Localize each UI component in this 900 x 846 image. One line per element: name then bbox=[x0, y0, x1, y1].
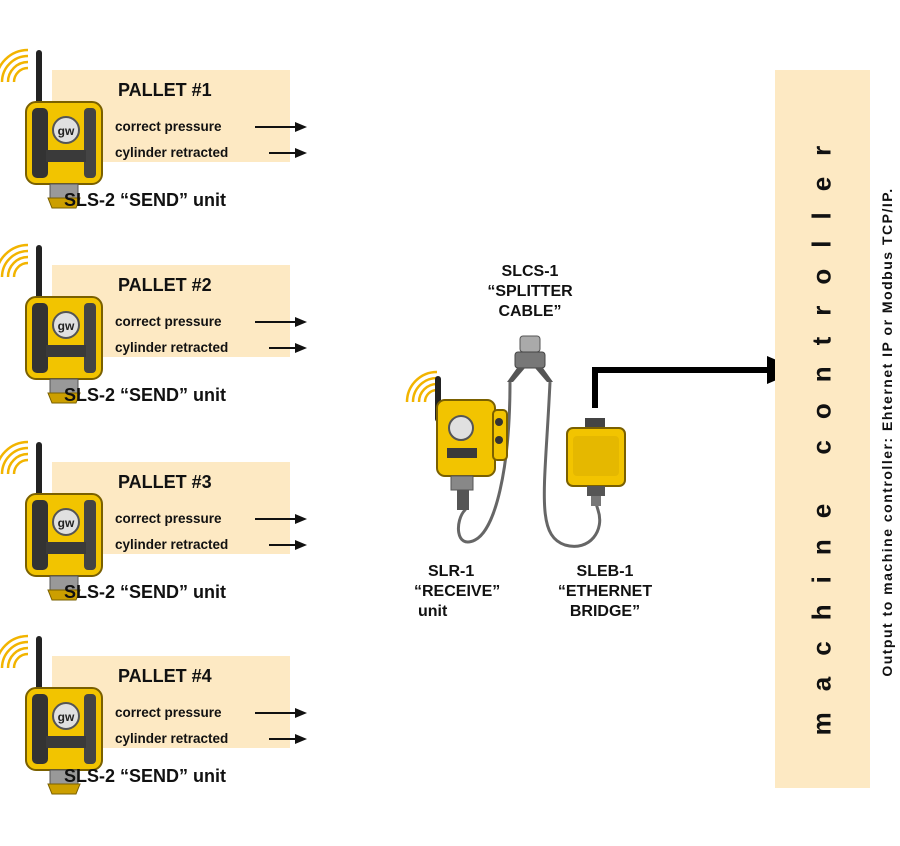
send-unit-2: PALLET #2 correct pressure cylinder retr… bbox=[0, 243, 307, 455]
bridge-name-2: BRIDGE” bbox=[569, 603, 641, 620]
signal-arrows bbox=[255, 317, 307, 353]
splitter-cable-right bbox=[542, 381, 602, 548]
splitter-label: SLCS-1 “SPLITTER CABLE” bbox=[470, 262, 590, 322]
receiver-name: “RECEIVE” bbox=[414, 583, 501, 600]
bridge-name-1: “ETHERNET bbox=[557, 583, 653, 600]
send-unit-caption: SLS-2 “SEND” unit bbox=[64, 190, 227, 210]
bridge-label: SLEB-1 “ETHERNET BRIDGE” bbox=[535, 562, 675, 622]
signal-cylinder-retracted: cylinder retracted bbox=[115, 340, 229, 355]
send-unit-3: PALLET #3 correct pressure cylinder retr… bbox=[0, 440, 307, 652]
send-unit-caption: SLS-2 “SEND” unit bbox=[64, 385, 227, 405]
send-unit-caption: SLS-2 “SEND” unit bbox=[64, 766, 227, 786]
splitter-connector-icon bbox=[507, 335, 553, 382]
send-unit-1: PALLET #1 correct pressure cylinder retr… bbox=[0, 48, 307, 260]
ethernet-bridge-icon bbox=[566, 418, 626, 506]
signal-arrows bbox=[255, 708, 307, 744]
signal-correct-pressure: correct pressure bbox=[115, 314, 222, 329]
center-system bbox=[405, 335, 795, 548]
pallet-title: PALLET #4 bbox=[118, 666, 212, 686]
signal-cylinder-retracted: cylinder retracted bbox=[115, 145, 229, 160]
receiver-model: SLR-1 bbox=[428, 563, 475, 580]
output-note: Output to machine controller: Ehternet I… bbox=[879, 187, 895, 677]
pallet-title: PALLET #3 bbox=[118, 472, 212, 492]
receiver-label: SLR-1 “RECEIVE” unit bbox=[400, 562, 500, 622]
splitter-name-2: CABLE” bbox=[498, 303, 562, 320]
signal-correct-pressure: correct pressure bbox=[115, 119, 222, 134]
send-unit-caption: SLS-2 “SEND” unit bbox=[64, 582, 227, 602]
signal-cylinder-retracted: cylinder retracted bbox=[115, 731, 229, 746]
splitter-name-1: “SPLITTER bbox=[487, 283, 573, 300]
pallet-title: PALLET #2 bbox=[118, 275, 212, 295]
signal-arrows bbox=[255, 514, 307, 550]
send-unit-4: PALLET #4 correct pressure cylinder retr… bbox=[0, 634, 307, 846]
signal-arrows bbox=[255, 122, 307, 158]
machine-controller-label: machine controller bbox=[806, 124, 837, 736]
machine-controller-panel bbox=[775, 70, 870, 788]
signal-correct-pressure: correct pressure bbox=[115, 705, 222, 720]
splitter-model: SLCS-1 bbox=[501, 263, 559, 280]
signal-cylinder-retracted: cylinder retracted bbox=[115, 537, 229, 552]
bridge-model: SLEB-1 bbox=[576, 563, 634, 580]
signal-correct-pressure: correct pressure bbox=[115, 511, 222, 526]
receive-unit-icon bbox=[405, 370, 508, 510]
receiver-unit: unit bbox=[418, 603, 448, 620]
controller-connection-line bbox=[592, 367, 767, 408]
pallet-title: PALLET #1 bbox=[118, 80, 212, 100]
